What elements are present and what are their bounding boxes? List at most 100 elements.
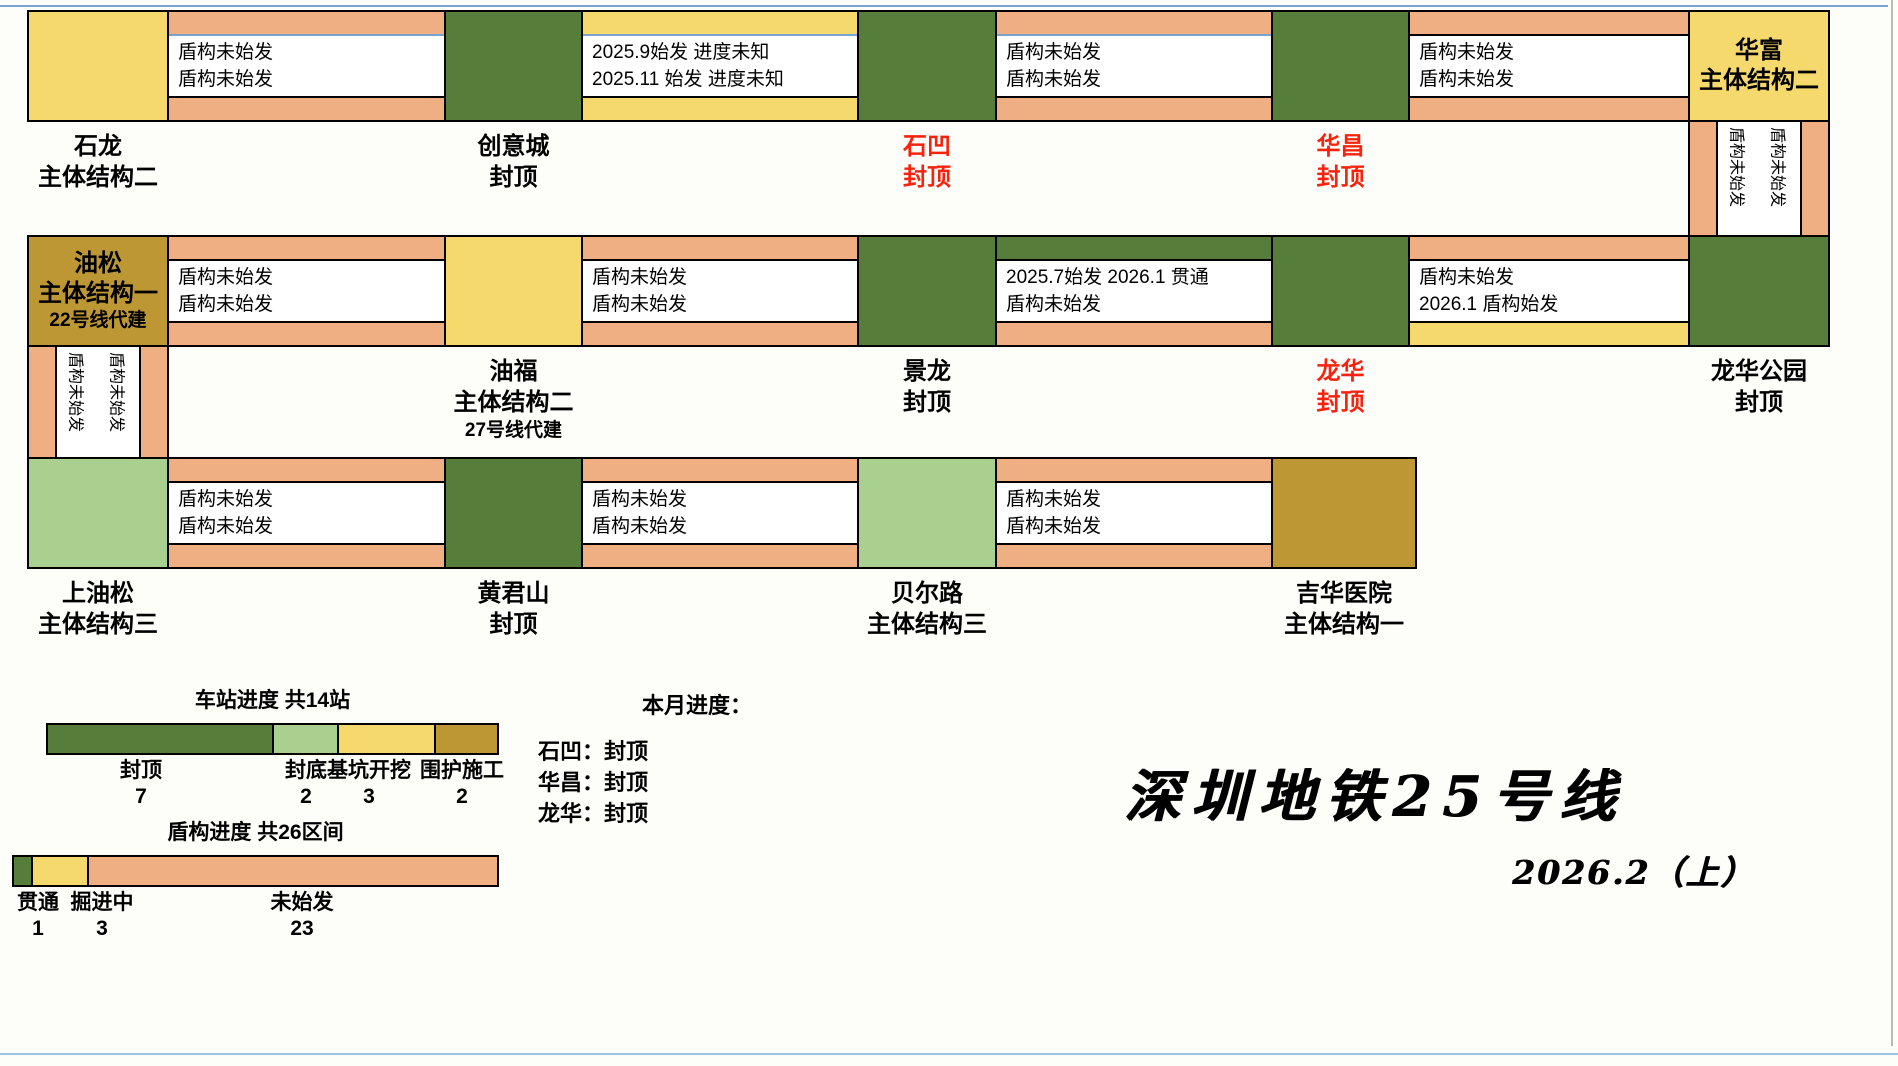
legend-label: 未始发 (270, 891, 334, 914)
track-note: 盾构未始发 (178, 489, 274, 510)
legend-swatch-not-started (89, 857, 497, 885)
station-name: 吉华医院 (1296, 580, 1392, 607)
track-note: 盾构未始发 (592, 294, 688, 315)
track-note: 盾构未始发 (592, 516, 688, 537)
segment-yousong-youfu: 盾构未始发 盾构未始发 (167, 235, 446, 347)
monthly-progress-item: 石凹：封顶 (538, 739, 649, 764)
track-note: 2026.1 盾构始发 (1419, 294, 1559, 315)
station-status: 封顶 (489, 164, 538, 191)
track-note: 盾构未始发 (1006, 69, 1102, 90)
segment-shangyousong-huangjunshan: 盾构未始发 盾构未始发 (167, 457, 446, 569)
track-strip (1690, 122, 1718, 235)
segment-notes: 盾构未始发 盾构未始发 (997, 36, 1271, 94)
station-huangjunshan: 黄君山 封顶 (444, 457, 583, 638)
station-chuangyicheng: 创意城 封顶 (444, 10, 583, 191)
segment-notes: 盾构未始发 盾构未始发 (169, 261, 444, 319)
track-strip (583, 321, 857, 345)
legend-swatch-boring (33, 857, 89, 885)
line-row-3: 上油松 主体结构三 盾构未始发 盾构未始发 黄君山 封顶 盾构未始发 盾构未始发 (27, 457, 1417, 638)
segment-youfu-jinglong: 盾构未始发 盾构未始发 (581, 235, 859, 347)
track-note: 盾构未始发 (1006, 489, 1102, 510)
legend-count: 7 (135, 785, 147, 808)
track-strip (169, 12, 444, 36)
track-strip (583, 459, 857, 483)
station-progress-legend: 车站进度 共14站 封顶 7 封底 2 基坑开挖 3 围护施工 2 (46, 684, 504, 808)
station-status: 主体结构三 (38, 611, 158, 638)
legend-label: 围护施工 (420, 759, 504, 782)
track-strip (583, 543, 857, 567)
track-note: 盾构未始发 (107, 352, 125, 433)
track-note: 盾构未始发 (178, 42, 274, 63)
segment-notes: 盾构未始发 盾构未始发 (583, 261, 857, 319)
track-strip (1410, 96, 1688, 120)
station-box (857, 235, 997, 347)
track-note: 盾构未始发 (1006, 294, 1102, 315)
station-jihuayiyuan: 吉华医院 主体结构一 (1271, 457, 1417, 638)
track-strip (997, 543, 1271, 567)
station-status: 封顶 (1316, 389, 1365, 416)
station-status: 主体结构二 (38, 164, 158, 191)
station-box (27, 457, 169, 569)
legend-entry-capped: 封顶 7 (120, 758, 162, 810)
station-status: 封顶 (903, 389, 951, 416)
monthly-progress-title: 本月进度： (642, 693, 753, 718)
station-box (1271, 10, 1410, 122)
track-note: 2025.11 始发 进度未知 (592, 69, 784, 90)
legend-label: 封底 (285, 759, 327, 782)
station-name: 石凹 (903, 133, 951, 160)
station-name: 油松 (74, 250, 122, 277)
station-box (444, 457, 583, 569)
station-status: 封顶 (1316, 164, 1365, 191)
connector-yousong-shangyousong: 盾构未始发 盾构未始发 (27, 345, 169, 459)
track-strip (169, 543, 444, 567)
legend-swatch-excavation (339, 725, 436, 753)
segment-notes: 盾构未始发 盾构未始发 (169, 483, 444, 541)
station-name: 华昌 (1316, 133, 1365, 160)
legend-entry-not-started: 未始发 23 (271, 890, 334, 942)
segment-chuangyicheng-shiao: 2025.9始发 进度未知 2025.11 始发 进度未知 (581, 10, 859, 122)
legend-swatch-capped (48, 725, 274, 753)
track-note: 盾构未始发 (1006, 42, 1102, 63)
station-youfu: 油福 主体结构二 27号线代建 (444, 235, 583, 441)
segment-notes: 盾构未始发 盾构未始发 (997, 483, 1271, 541)
station-status: 主体结构二 (1699, 67, 1819, 94)
segment-beierlu-jihuayiyuan: 盾构未始发 盾构未始发 (995, 457, 1273, 569)
track-note: 盾构未始发 (178, 294, 274, 315)
segment-huangjunshan-beierlu: 盾构未始发 盾构未始发 (581, 457, 859, 569)
monthly-progress-list: 石凹：封顶 华昌：封顶 龙华：封顶 (538, 736, 752, 829)
station-name: 创意城 (477, 133, 550, 160)
station-status: 主体结构一 (1284, 611, 1404, 638)
station-box: 油松 主体结构一 22号线代建 (27, 235, 169, 347)
station-name: 龙华 (1316, 358, 1365, 385)
station-box (1688, 235, 1830, 347)
station-shangyousong: 上油松 主体结构三 (27, 457, 169, 638)
track-note: 盾构未始发 (178, 69, 274, 90)
station-name: 油福 (489, 358, 538, 385)
shield-legend-title: 盾构进度 共26区间 (167, 821, 344, 844)
legend-count: 23 (290, 917, 314, 940)
legend-swatch-enclosure (436, 725, 497, 753)
diagram-date: 2026.2（上） (1512, 853, 1756, 892)
legend-entry-bottom-sealed: 封底 2 (285, 758, 327, 810)
station-box: 华富 主体结构二 (1688, 10, 1830, 122)
track-note: 2025.9始发 进度未知 (592, 42, 770, 63)
track-strip (169, 459, 444, 483)
legend-count: 3 (363, 785, 375, 808)
track-note: 盾构未始发 (1419, 42, 1515, 63)
station-status: 封顶 (903, 164, 951, 191)
top-border-line (0, 5, 1888, 7)
station-box (1271, 457, 1417, 569)
track-note: 盾构未始发 (66, 352, 84, 433)
segment-notes: 2025.7始发 2026.1 贯通 盾构未始发 (997, 261, 1271, 319)
station-name: 黄君山 (477, 580, 550, 607)
track-strip (997, 459, 1271, 483)
legend-label: 贯通 (17, 891, 59, 914)
monthly-progress-item: 龙华：封顶 (538, 801, 649, 826)
track-strip (139, 347, 167, 457)
station-name: 上油松 (62, 580, 134, 607)
track-note: 盾构未始发 (178, 516, 274, 537)
line-row-2: 油松 主体结构一 22号线代建 盾构未始发 盾构未始发 油福 主体结构二 27号… (27, 235, 1830, 441)
station-box (1271, 235, 1410, 347)
station-label: 创意城 封顶 (478, 131, 550, 193)
